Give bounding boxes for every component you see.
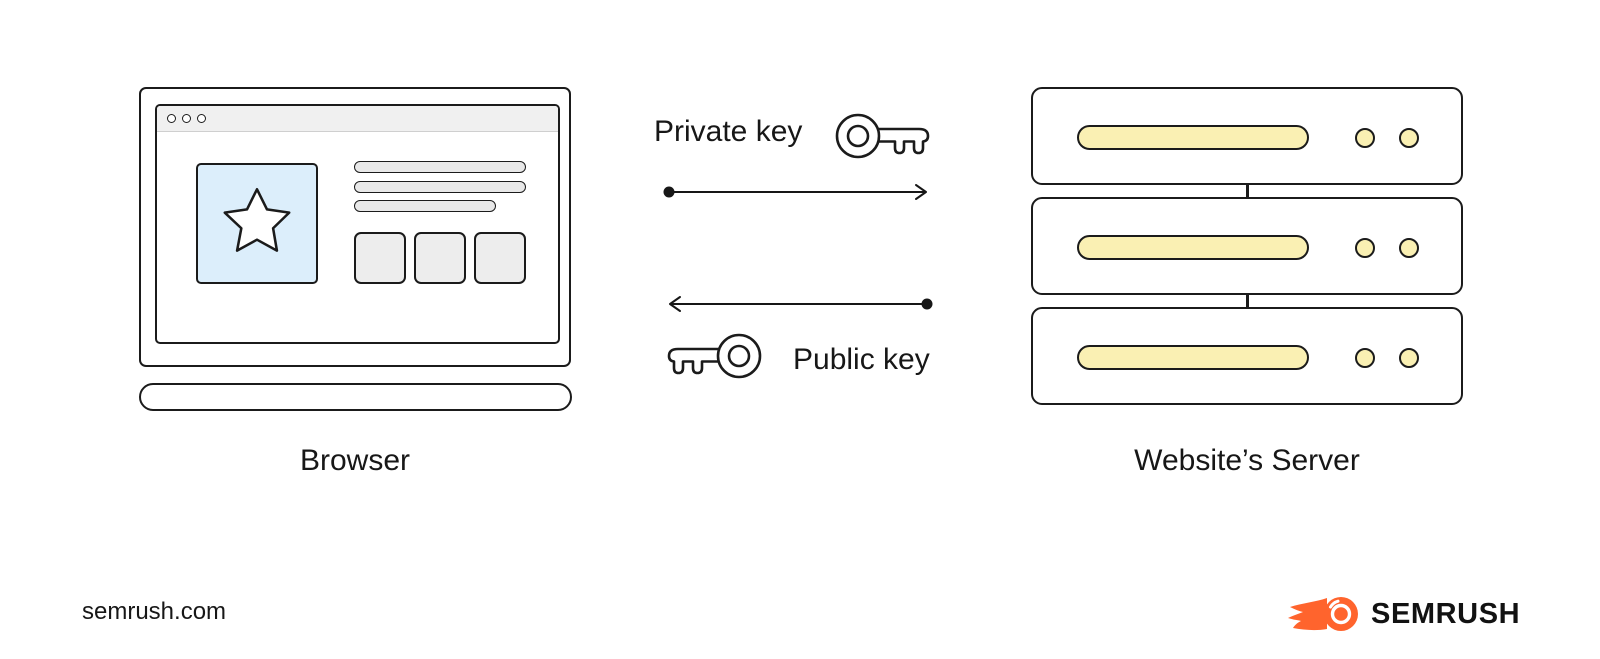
server-drive-bay xyxy=(1077,345,1309,370)
server-drive-bay xyxy=(1077,125,1309,150)
server-unit xyxy=(1031,307,1463,405)
server-led-icon xyxy=(1355,238,1375,258)
browser-caption: Browser xyxy=(299,444,411,477)
text-line-placeholder xyxy=(354,181,526,193)
card-placeholder xyxy=(474,232,526,284)
server-rack-connector xyxy=(1246,185,1249,198)
text-line-placeholder xyxy=(354,200,496,212)
semrush-logo: SEMRUSH xyxy=(1286,595,1520,633)
star-icon xyxy=(223,187,291,252)
hero-image-placeholder xyxy=(196,163,318,284)
public-key-label: Public key xyxy=(793,343,930,376)
server-led-icon xyxy=(1355,128,1375,148)
server-led-icon xyxy=(1399,128,1419,148)
window-control-dot-icon xyxy=(182,114,191,123)
server-drive-bay xyxy=(1077,235,1309,260)
footer-site-text: semrush.com xyxy=(82,598,227,625)
server-led-icon xyxy=(1355,348,1375,368)
server-unit xyxy=(1031,87,1463,185)
arrow-left-icon xyxy=(669,296,933,312)
semrush-wordmark: SEMRUSH xyxy=(1371,598,1521,630)
private-key-icon xyxy=(835,113,930,159)
public-key-icon xyxy=(667,333,762,379)
laptop-base xyxy=(139,383,572,411)
window-control-dot-icon xyxy=(167,114,176,123)
card-placeholder xyxy=(354,232,406,284)
laptop-screen xyxy=(139,87,571,367)
window-control-dot-icon xyxy=(197,114,206,123)
text-line-placeholder xyxy=(354,161,526,173)
server-unit xyxy=(1031,197,1463,295)
browser-window xyxy=(155,104,560,344)
card-placeholder xyxy=(414,232,466,284)
arrow-right-icon xyxy=(663,184,927,200)
server-rack-connector xyxy=(1246,295,1249,308)
private-key-label: Private key xyxy=(654,115,803,148)
server-led-icon xyxy=(1399,348,1419,368)
browser-titlebar xyxy=(157,106,558,132)
semrush-flame-icon xyxy=(1288,597,1358,631)
server-led-icon xyxy=(1399,238,1419,258)
server-caption: Website’s Server xyxy=(1134,444,1360,477)
